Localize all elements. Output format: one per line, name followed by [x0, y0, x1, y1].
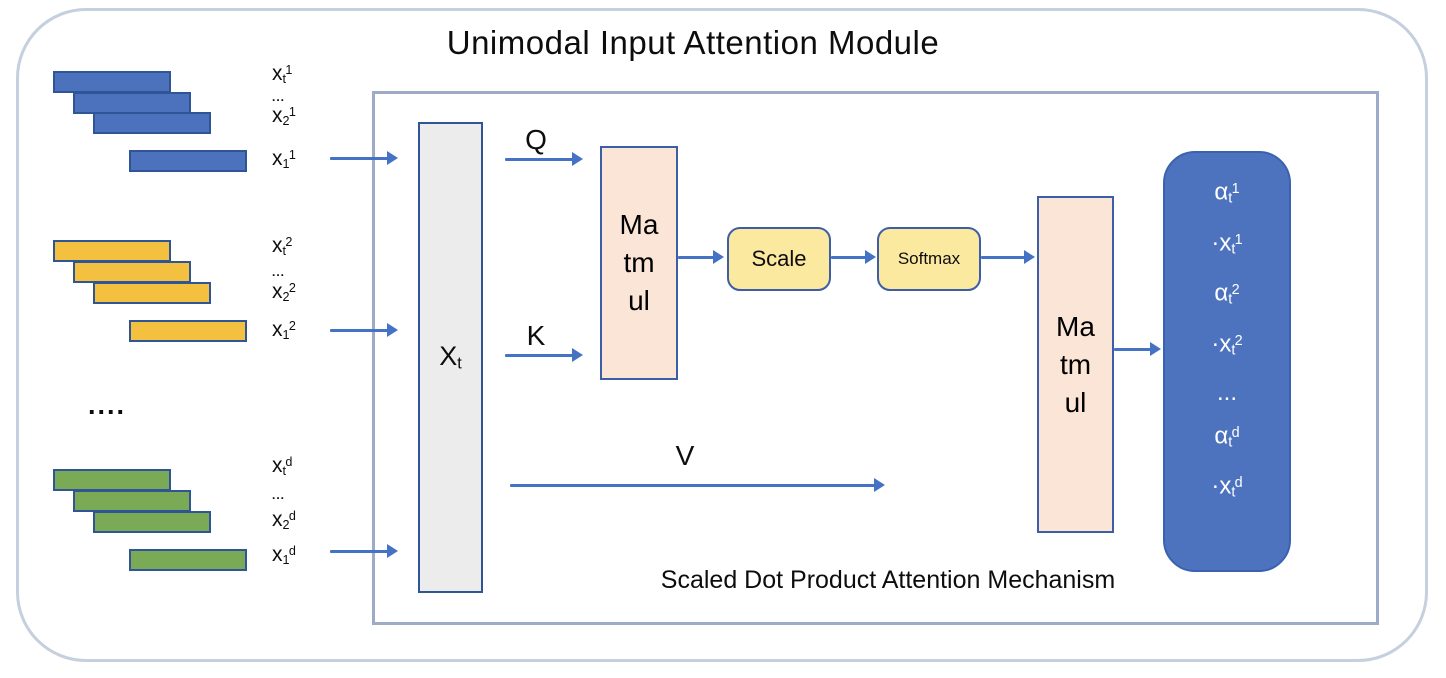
sequence-bar — [73, 92, 191, 114]
xt-label: Xt — [439, 341, 462, 373]
groups-ellipsis: .... — [88, 390, 127, 420]
matmul1-box: Ma tm ul — [600, 146, 678, 380]
v-label: V — [675, 440, 695, 471]
sequence-bar — [93, 282, 211, 304]
page-title: Unimodal Input Attention Module — [446, 24, 940, 61]
matmul2-to-output-arrow — [1114, 342, 1161, 356]
seq-label-x1d: x1d — [272, 543, 296, 567]
scaled-dot-product-attention-frame — [372, 91, 1379, 625]
seq-label-x22: x22 — [272, 280, 296, 304]
seq-ellipsis: ... — [272, 90, 286, 104]
sequence-bar — [129, 320, 247, 342]
matmul1-to-scale-arrow — [678, 250, 724, 264]
softmax-to-matmul2-arrow — [981, 250, 1035, 264]
output-line: αt2 — [1214, 279, 1240, 308]
output-line: αtd — [1214, 422, 1240, 451]
input-arrow-modality1 — [330, 151, 398, 165]
outer-rounded-frame — [16, 8, 1428, 662]
seq-ellipsis: ... — [272, 488, 286, 502]
sequence-bar — [53, 240, 171, 262]
sequence-bar — [53, 71, 171, 93]
k-arrow — [505, 348, 583, 362]
seq-label-x12: x12 — [272, 318, 296, 342]
xt-matrix-box — [418, 122, 483, 593]
sequence-bar — [53, 469, 171, 491]
sequence-bar — [73, 261, 191, 283]
scale-to-softmax-arrow — [831, 250, 876, 264]
output-line: ... — [1216, 378, 1237, 406]
matmul2-box: Ma tm ul — [1037, 196, 1114, 533]
softmax-box: Softmax — [877, 227, 981, 291]
output-line: ·xtd — [1211, 472, 1243, 501]
sequence-bar — [93, 112, 211, 134]
input-arrow-modalityd — [330, 544, 398, 558]
output-line: αt1 — [1214, 178, 1240, 207]
seq-label-xt2: xt2 — [272, 234, 293, 258]
output-line: ·xt1 — [1211, 229, 1243, 258]
sequence-bar — [93, 511, 211, 533]
seq-label-x2d: x2d — [272, 508, 296, 532]
scale-box: Scale — [727, 227, 831, 291]
sequence-bar — [129, 150, 247, 172]
attention-output-box: αt1 ·xt1 αt2 ·xt2 ... αtd ·xtd — [1163, 151, 1291, 572]
mechanism-caption: Scaled Dot Product Attention Mechanism — [660, 566, 1116, 594]
q-label: Q — [525, 124, 547, 155]
k-label: K — [526, 320, 546, 351]
v-arrow — [510, 478, 885, 492]
output-line: ·xt2 — [1211, 330, 1243, 359]
seq-label-xt1: xt1 — [272, 62, 293, 86]
seq-label-x11: x11 — [272, 147, 296, 171]
seq-label-xtd: xtd — [272, 454, 293, 478]
sequence-bar — [73, 490, 191, 512]
seq-label-x21: x21 — [272, 104, 296, 128]
input-arrow-modality2 — [330, 323, 398, 337]
q-arrow — [505, 152, 583, 166]
seq-ellipsis: ... — [272, 265, 286, 279]
sequence-bar — [129, 549, 247, 571]
